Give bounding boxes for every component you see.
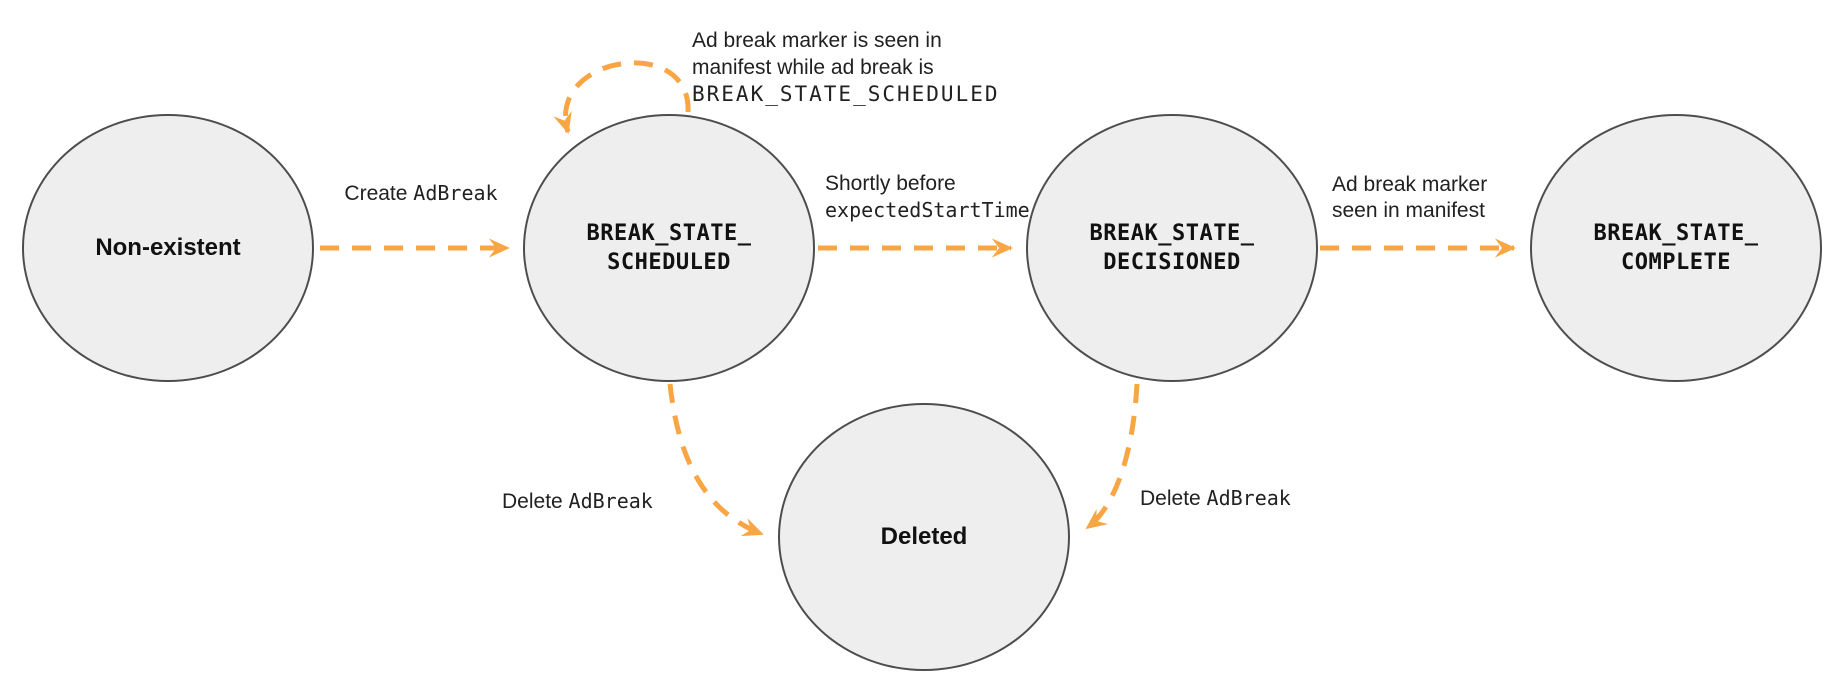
label-delete-left-code: AdBreak	[568, 489, 653, 513]
label-shortly-before-line1: Shortly before	[825, 172, 956, 195]
label-marker-seen-line1: Ad break marker	[1332, 173, 1488, 196]
arrow-self-loop-scheduled	[553, 60, 691, 134]
label-create-adbreak-plain: Create	[344, 182, 408, 205]
label-self-loop-line1: Ad break marker is seen in	[692, 29, 942, 52]
state-decisioned-label-line1: BREAK_STATE_	[1089, 221, 1255, 246]
state-complete-label-line1: BREAK_STATE_	[1593, 221, 1759, 246]
state-non-existent-label: Non-existent	[95, 234, 241, 261]
label-self-loop: Ad break marker is seen in manifest whil…	[692, 27, 1000, 108]
state-break-state-decisioned-label: BREAK_STATE_ DECISIONED	[1090, 219, 1255, 277]
arrow-delete-from-decisioned	[1085, 383, 1140, 530]
arrow-delete-from-scheduled	[667, 383, 764, 537]
state-scheduled-label-line2: SCHEDULED	[607, 250, 731, 275]
label-marker-seen: Ad break marker seen in manifest	[1332, 172, 1487, 224]
label-shortly-before-line2-code: expectedStartTime	[825, 198, 1030, 222]
label-self-loop-line2: manifest while ad break is	[692, 56, 934, 79]
label-delete-right-plain: Delete	[1140, 487, 1201, 510]
label-delete-adbreak-right: Delete AdBreak	[1140, 485, 1291, 512]
label-marker-seen-line2: seen in manifest	[1332, 199, 1485, 222]
state-break-state-complete-label: BREAK_STATE_ COMPLETE	[1594, 219, 1759, 277]
state-break-state-scheduled: BREAK_STATE_ SCHEDULED	[523, 114, 815, 382]
state-scheduled-label-line1: BREAK_STATE_	[586, 221, 752, 246]
state-break-state-scheduled-label: BREAK_STATE_ SCHEDULED	[587, 219, 752, 277]
state-non-existent: Non-existent	[22, 114, 314, 382]
label-delete-left-plain: Delete	[502, 490, 563, 513]
label-delete-adbreak-left: Delete AdBreak	[502, 488, 653, 515]
label-create-adbreak: Create AdBreak	[318, 180, 524, 207]
state-break-state-complete: BREAK_STATE_ COMPLETE	[1530, 114, 1822, 382]
label-self-loop-line3-code: BREAK_STATE_SCHEDULED	[692, 82, 1000, 106]
state-deleted: Deleted	[778, 403, 1070, 671]
label-shortly-before: Shortly before expectedStartTime	[825, 171, 1030, 223]
state-break-state-decisioned: BREAK_STATE_ DECISIONED	[1026, 114, 1318, 382]
label-create-adbreak-code: AdBreak	[413, 181, 498, 205]
state-deleted-label: Deleted	[880, 523, 968, 550]
state-decisioned-label-line2: DECISIONED	[1103, 250, 1241, 275]
label-delete-right-code: AdBreak	[1206, 486, 1291, 510]
state-complete-label-line2: COMPLETE	[1621, 250, 1731, 275]
